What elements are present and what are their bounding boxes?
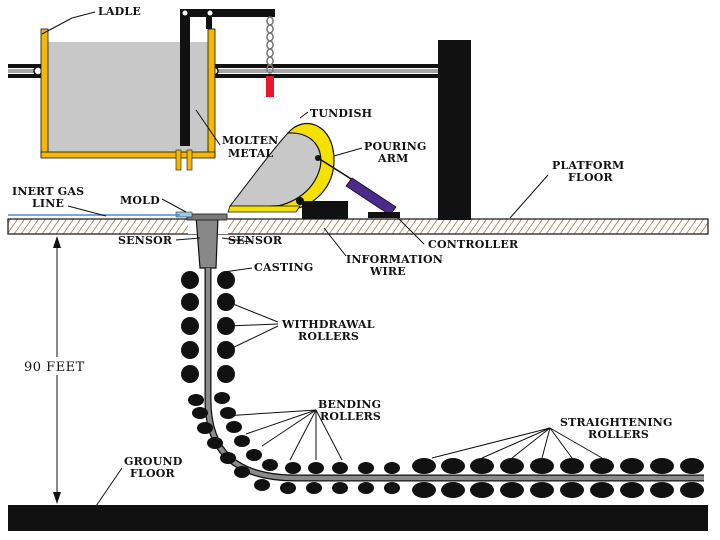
- support-column: [438, 40, 471, 220]
- roller: [217, 271, 235, 289]
- label-molten-metal-1: MOLTEN: [222, 134, 278, 147]
- pouring-arm: [315, 155, 400, 218]
- straightening-rollers: [412, 458, 704, 498]
- label-inert-gas-line-1: INERT GAS: [12, 185, 84, 198]
- roller: [181, 293, 199, 311]
- label-sensor-right: SENSOR: [228, 234, 283, 247]
- label-platform-floor-2: FLOOR: [568, 171, 614, 184]
- roller: [181, 317, 199, 335]
- casting-strand-core: [205, 268, 704, 481]
- label-sensor-left: SENSOR: [118, 234, 173, 247]
- ground-floor-slab: [8, 505, 708, 531]
- label-information-wire-1: INFORMATION: [346, 253, 443, 266]
- label-information-wire-2: WIRE: [369, 265, 406, 278]
- ladle: [40, 9, 275, 171]
- label-ladle: LADLE: [98, 5, 141, 18]
- bending-rollers: [188, 392, 400, 494]
- leader-lines: [41, 11, 603, 507]
- label-pouring-arm-2: ARM: [377, 152, 408, 165]
- labels: LADLE TUNDISH MOLTEN METAL POURING ARM P…: [12, 5, 673, 480]
- platform-floor: [7, 218, 709, 235]
- roller: [217, 341, 235, 359]
- tundish: [227, 123, 335, 213]
- label-pouring-arm-1: POURING: [364, 140, 427, 153]
- roller: [181, 271, 199, 289]
- withdrawal-rollers: [181, 271, 235, 383]
- label-mold: MOLD: [120, 194, 160, 207]
- label-bending-rollers-1: BENDING: [318, 398, 381, 411]
- mold: [8, 211, 228, 269]
- label-straightening-rollers-2: ROLLERS: [588, 428, 649, 441]
- label-platform-floor-1: PLATFORM: [552, 159, 624, 172]
- label-ground-floor-2: FLOOR: [130, 467, 176, 480]
- label-controller: CONTROLLER: [428, 238, 519, 251]
- height-dimension: [20, 236, 94, 504]
- hanging-chain: [266, 16, 274, 97]
- roller: [181, 341, 199, 359]
- label-withdrawal-rollers-1: WITHDRAWAL: [281, 318, 375, 331]
- label-molten-metal-2: METAL: [228, 147, 273, 160]
- label-ground-floor-1: GROUND: [124, 455, 183, 468]
- casting-strand: [204, 268, 704, 482]
- roller: [217, 365, 235, 383]
- label-withdrawal-rollers-2: ROLLERS: [298, 330, 359, 343]
- controller-box: [302, 201, 348, 219]
- label-height: 90 FEET: [24, 360, 85, 375]
- label-inert-gas-line-2: LINE: [32, 197, 64, 210]
- label-straightening-rollers-1: STRAIGHTENING: [560, 416, 673, 429]
- label-bending-rollers-2: ROLLERS: [320, 410, 381, 423]
- roller: [217, 317, 235, 335]
- label-tundish: TUNDISH: [310, 107, 372, 120]
- roller: [181, 365, 199, 383]
- label-casting: CASTING: [254, 261, 313, 274]
- roller: [217, 293, 235, 311]
